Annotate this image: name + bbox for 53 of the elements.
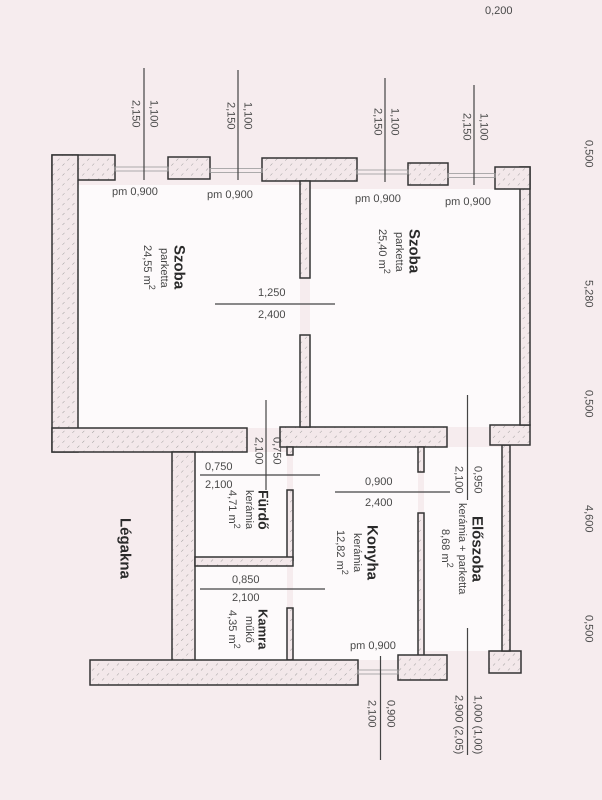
dimension-label: 2,900 (2,05) (452, 695, 465, 754)
room-info: parketta (392, 230, 406, 274)
dimension-label: 0,750 (270, 437, 283, 465)
dimension-label: 2,400 (365, 497, 393, 510)
dimension-label: pm 0,900 (355, 193, 401, 206)
dimension-label: 1,100 (477, 113, 490, 141)
room-floor (195, 566, 287, 660)
dimension-label: 2,100 (205, 479, 233, 491)
dimension-label: 2,100 (252, 437, 265, 465)
dimension-label: 0,500 (582, 140, 595, 168)
dimension-label: 2,100 (452, 466, 465, 494)
dimension-label: 4,600 (582, 505, 595, 533)
dimension-label: 1,000 (1,00) (471, 695, 484, 754)
dimension-label: 0,500 (582, 390, 595, 418)
dimension-label: 0,850 (232, 574, 260, 587)
room-floor (78, 185, 300, 428)
room-name: Előszoba (468, 514, 485, 584)
room-info: parketta (157, 246, 170, 290)
room-info: kerámia (350, 532, 364, 574)
dimension-label: 1,250 (258, 287, 286, 300)
dimension-label: 2,150 (129, 100, 142, 128)
dimension-label: 0,200 (485, 5, 513, 18)
dimension-label: 0,500 (582, 615, 595, 643)
dimension-label: pm 0,900 (445, 196, 491, 209)
dimension-label: pm 0,900 (350, 640, 396, 653)
dimension-label: 0,900 (384, 700, 397, 728)
dimension-label: 1,100 (147, 100, 160, 128)
dimension-label: 2,150 (224, 102, 237, 130)
room-info: kerámia (242, 490, 256, 530)
room-info: műkő (242, 614, 256, 645)
room-name: Szoba (170, 245, 187, 290)
dimension-label: 2,150 (371, 108, 384, 136)
dimension-label: 0,900 (365, 476, 393, 489)
dimension-label: 2,100 (365, 700, 378, 728)
room-floor (293, 447, 418, 660)
room-info: kerámia + parketta (455, 503, 468, 594)
dimension-label: 2,400 (258, 309, 286, 322)
dimension-label: pm 0,900 (207, 189, 253, 202)
dimension-label: 2,100 (232, 592, 260, 605)
dimension-label: 1,100 (241, 102, 254, 130)
room-floor (424, 447, 502, 651)
dimension-label: 5,280 (582, 280, 595, 308)
dimension-label: pm 0,900 (112, 186, 158, 199)
room-floor (310, 189, 520, 427)
room-name: Konyha (363, 525, 380, 580)
room-name: Szoba (405, 229, 422, 274)
room-name: Fürdő (255, 490, 270, 530)
dimension-label: 1,100 (388, 108, 401, 136)
room-name: Kamra (255, 609, 270, 650)
room-name: Légakna (116, 518, 132, 579)
dimension-label: 0,950 (471, 466, 484, 494)
dimension-label: 2,150 (460, 113, 473, 141)
dimension-label: 0,750 (205, 461, 233, 474)
